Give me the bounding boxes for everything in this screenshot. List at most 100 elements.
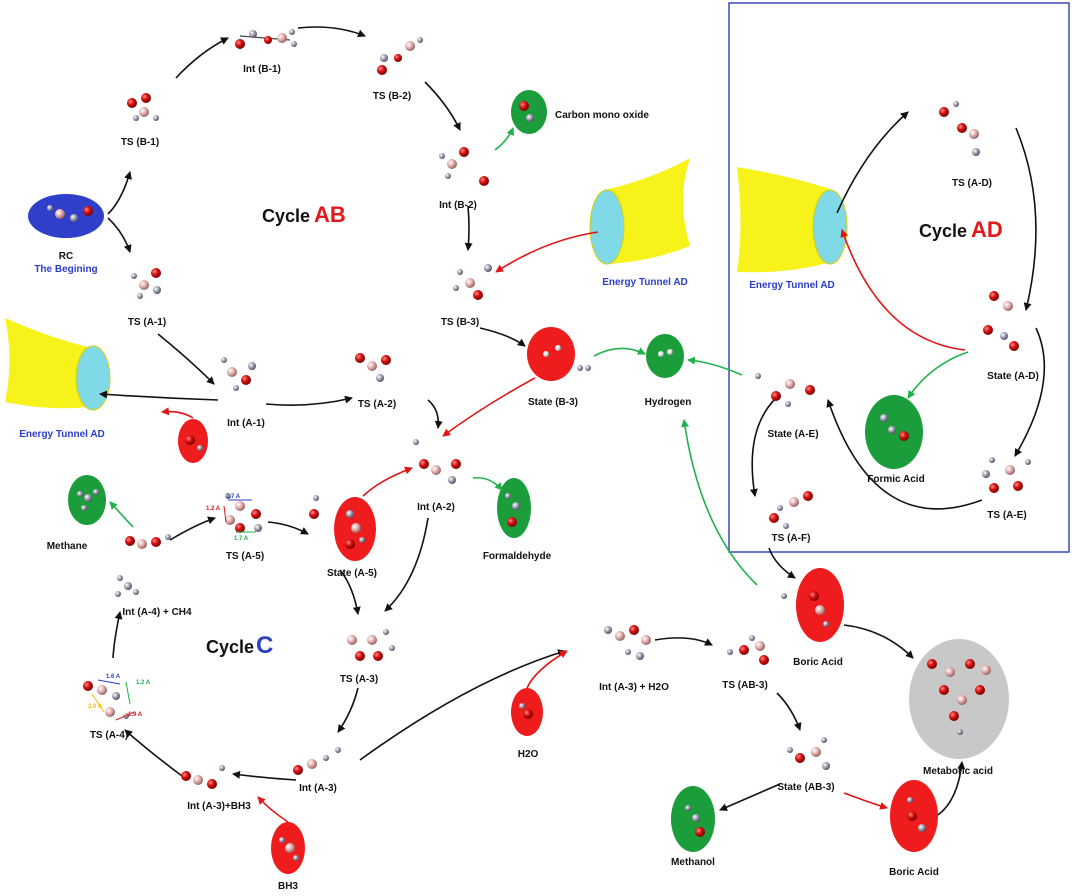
- energy-tunnel-left: [5, 318, 111, 411]
- label-boric-acid-2: Boric Acid: [889, 867, 939, 878]
- label-int-a2: Int (A-2): [417, 502, 455, 513]
- mol-formaldehyde: [505, 493, 520, 527]
- mol-hydrogen: [658, 349, 673, 357]
- mol-state-a5: [345, 510, 365, 549]
- mol-ts-a3: [347, 629, 395, 661]
- mol-int-a3-h2o: [604, 625, 651, 660]
- ts-a4-bond-lines: [91, 679, 135, 721]
- mol-int-a2: [413, 439, 461, 484]
- label-formic-acid: Formic Acid: [867, 474, 924, 485]
- label-bh3: BH3: [278, 881, 298, 891]
- mol-ts-b3: [453, 264, 492, 300]
- mol-methane: [77, 489, 99, 511]
- label-ts-ad: TS (A-D): [952, 178, 992, 189]
- green-arrows: [109, 127, 969, 586]
- red-arrows: [161, 229, 966, 823]
- bond-label-a4-left: 2.0 A: [88, 704, 103, 710]
- label-int-b2: Int (B-2): [439, 200, 477, 211]
- mol-boric-acid-2: [907, 797, 926, 832]
- black-arrows: [99, 26, 1046, 816]
- mol-co: [519, 101, 534, 122]
- label-rc: RC: [59, 251, 73, 262]
- label-ts-a5: TS (A-5): [226, 551, 264, 562]
- label-state-b3: State (B-3): [528, 397, 578, 408]
- label-state-ae: State (A-E): [767, 429, 818, 440]
- label-ts-a2: TS (A-2): [358, 399, 396, 410]
- mol-int-a3-bh3: [181, 765, 225, 789]
- mol-int-a1: [221, 357, 256, 391]
- mol-state-b3: [543, 345, 591, 371]
- hydrogen-oval: [646, 334, 684, 378]
- mol-boric-acid-1: [781, 591, 829, 627]
- ts-a5-bond-lines: [223, 499, 256, 533]
- label-ts-b3: TS (B-3): [441, 317, 479, 328]
- label-rc-sub: The Begining: [34, 264, 97, 275]
- mol-int-b2: [439, 147, 489, 186]
- mol-left-red: [185, 435, 203, 451]
- label-tunnel-right: Energy Tunnel AD: [749, 280, 835, 291]
- label-ts-a4: TS (A-4): [90, 730, 128, 741]
- label-carbon-monoxide: Carbon mono oxide: [555, 110, 649, 121]
- mol-state-a5-left: [309, 495, 319, 519]
- mol-ts-a2: [355, 353, 391, 382]
- mol-state-ae: [755, 373, 815, 407]
- label-ts-b2: TS (B-2): [373, 91, 411, 102]
- state-b3-oval: [527, 327, 575, 381]
- bond-label-a5-left: 1.2 A: [206, 506, 221, 512]
- rc-oval: [28, 194, 104, 238]
- label-tunnel-left: Energy Tunnel AD: [19, 429, 105, 440]
- mol-int-b1: [235, 29, 297, 49]
- label-int-b1: Int (B-1): [243, 64, 281, 75]
- energy-tunnel-right: [737, 167, 848, 273]
- mol-int-a3: [293, 747, 341, 775]
- mol-methane-precursor: [125, 534, 171, 549]
- label-formaldehyde: Formaldehyde: [483, 551, 552, 562]
- mol-metaboric: [927, 659, 991, 735]
- mol-h2o: [519, 703, 533, 719]
- mol-formic-acid: [880, 414, 909, 441]
- label-ts-af: TS (A-F): [772, 533, 811, 544]
- label-hydrogen: Hydrogen: [645, 397, 692, 408]
- label-methanol: Methanol: [671, 857, 715, 868]
- mol-state-ad: [983, 291, 1019, 351]
- label-tunnel-mid: Energy Tunnel AD: [602, 277, 688, 288]
- label-state-ab3: State (AB-3): [777, 782, 834, 793]
- label-ts-a1: TS (A-1): [128, 317, 166, 328]
- mol-ts-ae: [982, 457, 1031, 493]
- mol-bh3: [279, 837, 299, 861]
- mol-int-a4: [115, 575, 139, 597]
- label-boric-acid-1: Boric Acid: [793, 657, 843, 668]
- mol-ts-a4: [83, 681, 129, 719]
- label-h2o: H2O: [518, 749, 539, 760]
- bond-label-a5-top: 1.7 A: [226, 494, 241, 500]
- carbon-monoxide-oval: [511, 90, 547, 134]
- label-ts-a3: TS (A-3): [340, 674, 378, 685]
- energy-tunnel-mid: [589, 158, 690, 265]
- label-int-a1: Int (A-1): [227, 418, 265, 429]
- label-int-a3: Int (A-3): [299, 783, 337, 794]
- bond-label-a4-bottom: 1.9 A: [128, 712, 143, 718]
- mol-state-ab3: [787, 737, 830, 770]
- label-state-a5: State (A-5): [327, 568, 377, 579]
- label-ts-ae: TS (A-E): [987, 510, 1026, 521]
- bond-label-a4-top: 1.6 A: [106, 674, 121, 680]
- mol-ts-b2: [377, 37, 423, 75]
- bond-label-a4-right: 1.2 A: [136, 680, 151, 686]
- mol-rc: [47, 205, 93, 222]
- cycle-ad-frame: [728, 2, 1070, 553]
- label-ts-b1: TS (B-1): [121, 137, 159, 148]
- bond-label-a5-bottom: 1.7 A: [234, 536, 249, 542]
- mol-ts-ab3: [727, 635, 769, 665]
- mol-ts-a1: [131, 268, 161, 299]
- label-metaboric: Metaboric acid: [923, 766, 993, 777]
- label-int-a3-bh3: Int (A-3)+BH3: [187, 801, 251, 812]
- label-methane: Methane: [47, 541, 88, 552]
- mol-ts-ad: [939, 101, 980, 156]
- mol-methanol: [685, 805, 705, 837]
- cycle-c-title: CycleC: [206, 632, 273, 659]
- mol-ts-af: [769, 491, 813, 529]
